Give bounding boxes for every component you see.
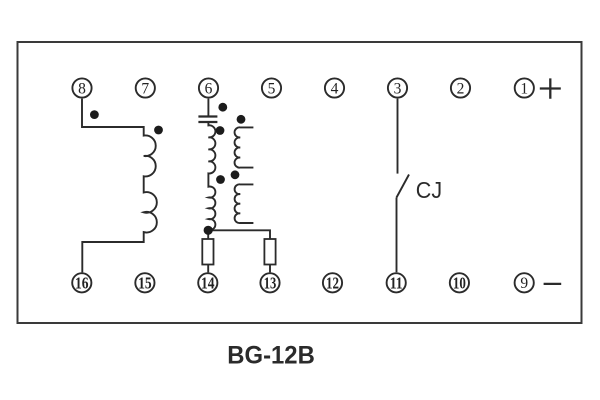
svg-text:7: 7	[141, 80, 149, 97]
svg-text:CJ: CJ	[416, 177, 442, 203]
svg-text:11: 11	[390, 274, 403, 293]
svg-text:10: 10	[453, 274, 466, 293]
svg-text:14: 14	[201, 274, 215, 293]
svg-text:1: 1	[520, 80, 528, 97]
svg-text:4: 4	[331, 80, 339, 97]
svg-text:13: 13	[264, 274, 277, 293]
svg-text:16: 16	[75, 274, 89, 293]
svg-text:3: 3	[394, 80, 402, 97]
svg-text:8: 8	[78, 80, 86, 97]
svg-text:BG-12B: BG-12B	[227, 342, 314, 370]
svg-text:2: 2	[457, 80, 465, 97]
svg-text:12: 12	[326, 274, 339, 293]
svg-text:6: 6	[205, 80, 213, 97]
svg-text:9: 9	[520, 275, 528, 292]
svg-text:15: 15	[138, 274, 152, 293]
svg-text:5: 5	[268, 80, 276, 97]
